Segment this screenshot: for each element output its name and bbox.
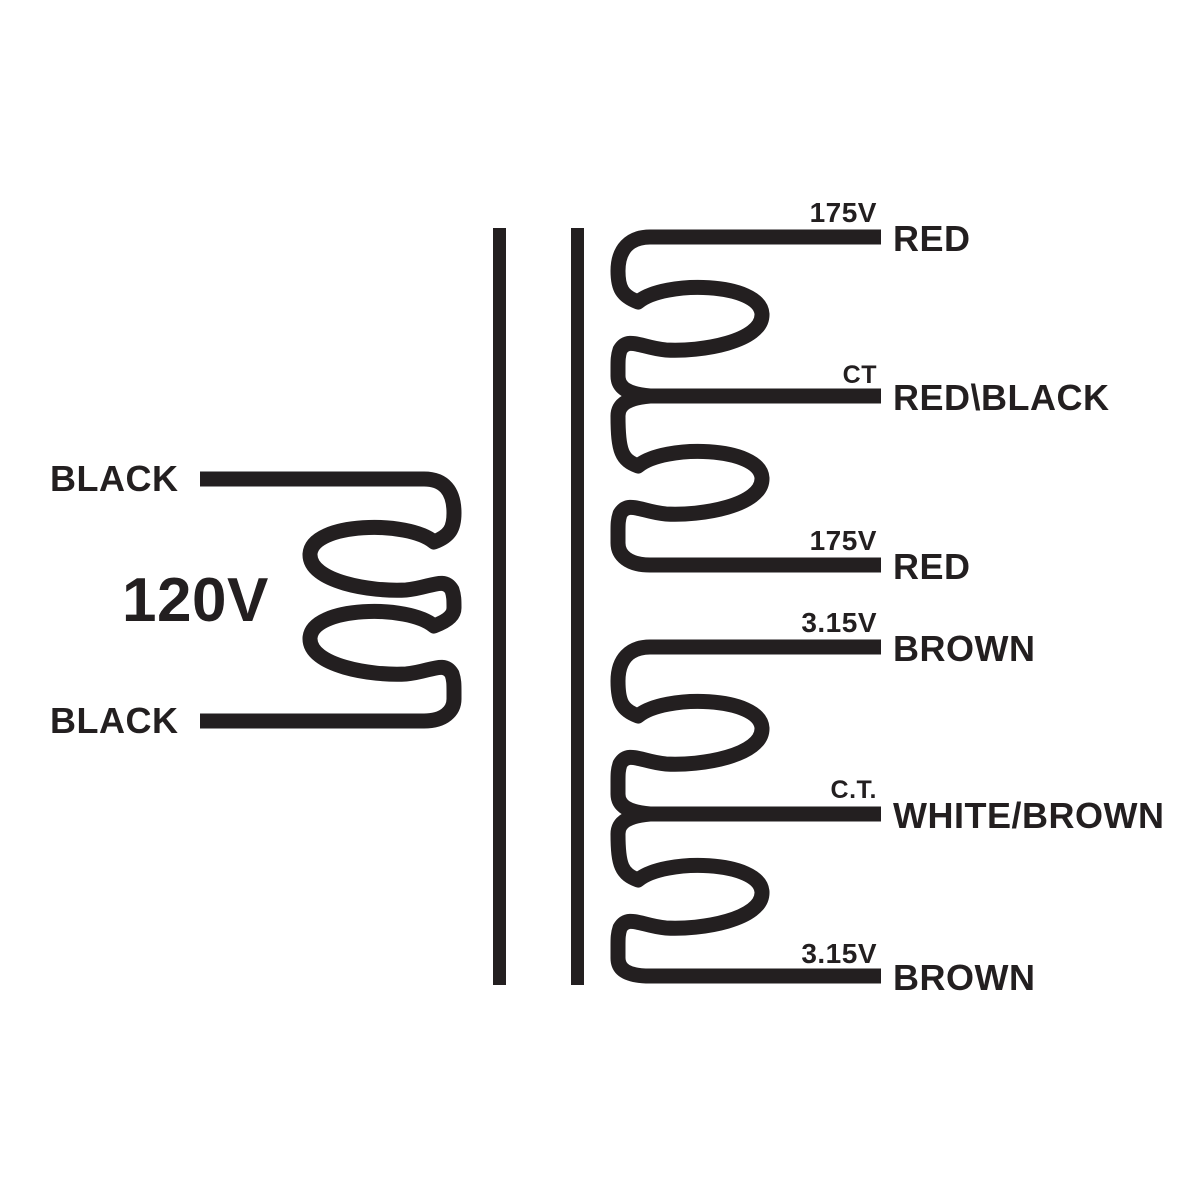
lv-lead3-tap-label: 3.15V <box>801 938 877 969</box>
primary-bottom-lead-wire-label: BLACK <box>50 700 179 741</box>
hv-lead1-tap-label: 175V <box>809 197 877 228</box>
lv-lead1-wire-label: BROWN <box>893 628 1036 669</box>
secondary-lv-winding-coil <box>610 639 881 984</box>
primary-voltage-label: 120V <box>122 566 269 635</box>
core-bar-left <box>493 228 506 985</box>
lv-lead3-wire-label: BROWN <box>893 957 1036 998</box>
lv-center-tap-label: C.T. <box>830 776 877 804</box>
hv-center-tap-label: CT <box>842 361 877 389</box>
secondary-hv-winding-coil <box>610 229 881 573</box>
primary-winding-coil <box>200 471 462 729</box>
hv-center-tap-wire-label: RED\BLACK <box>893 377 1110 418</box>
hv-lead3-wire-label: RED <box>893 546 971 587</box>
hv-lead1-wire-label: RED <box>893 218 971 259</box>
hv-lead3-tap-label: 175V <box>809 525 877 556</box>
core-bar-right <box>571 228 584 985</box>
primary-top-lead-wire-label: BLACK <box>50 458 179 499</box>
lv-lead1-tap-label: 3.15V <box>801 607 877 638</box>
lv-center-tap-wire-label: WHITE/BROWN <box>893 795 1165 836</box>
